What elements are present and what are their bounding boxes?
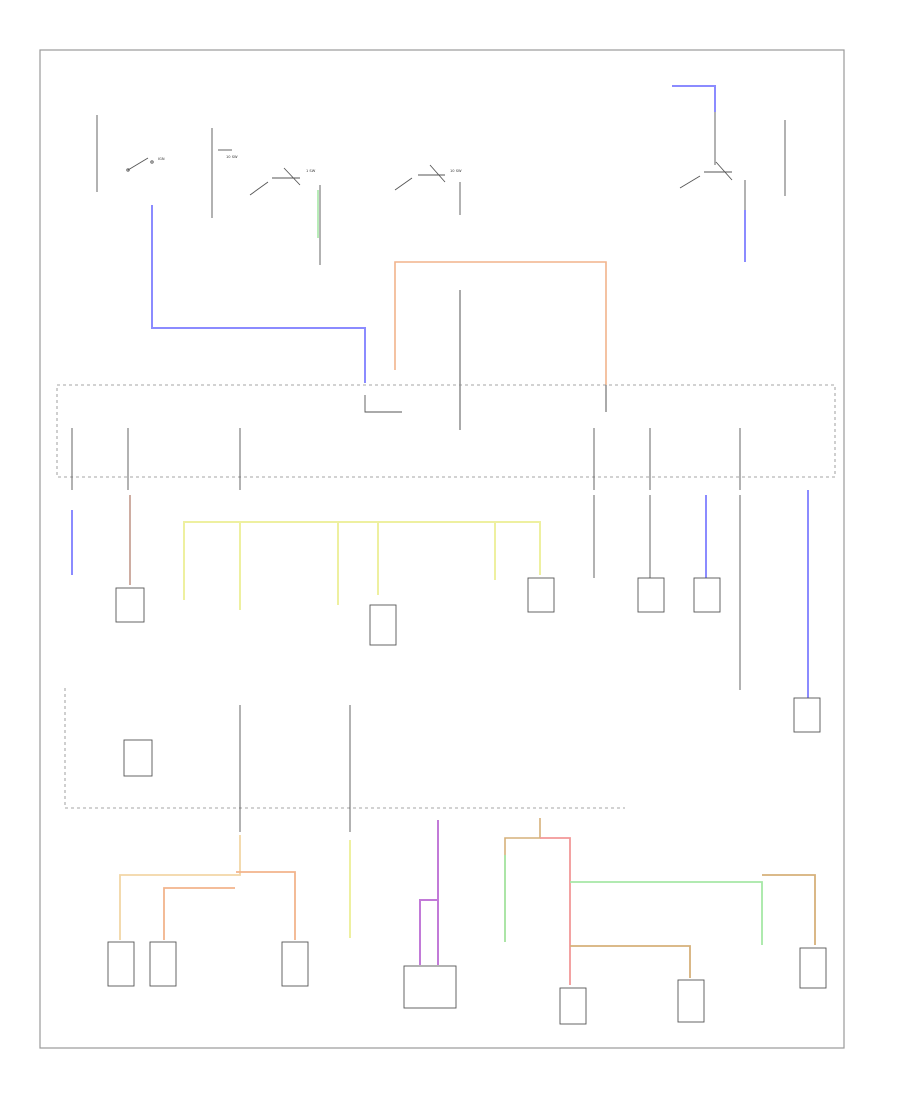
component-box (281, 941, 309, 987)
wire-blue-top-right (672, 85, 716, 112)
wire-tan-b7 (504, 818, 541, 942)
lower-module-elements (123, 705, 351, 832)
wire-orange-b2 (163, 887, 235, 940)
switch-label-ct2: 1 SW (306, 169, 316, 173)
component-box (559, 987, 587, 1025)
wire-yellow-bus (183, 521, 541, 600)
component-box (637, 577, 665, 613)
component-box (799, 947, 827, 989)
middle-components (115, 577, 821, 733)
wire-violet-b5 (419, 820, 439, 965)
switch-label-ct1: 10 SW (226, 155, 238, 159)
bottom-wires (119, 818, 816, 985)
wire-orange-top (394, 261, 607, 385)
wire-pink-b9 (540, 837, 571, 985)
lower-module-outline (64, 688, 625, 809)
wire-blue-left (151, 205, 366, 383)
component-box (149, 941, 177, 987)
fuse-box-outline (56, 384, 836, 478)
wire-orange-b3 (236, 871, 296, 940)
component-box (123, 739, 153, 777)
switch-label-ct3: 10 SW (450, 169, 462, 173)
diagram-frame (39, 49, 845, 1049)
middle-wires (71, 490, 809, 698)
top-wires (151, 85, 746, 430)
component-box (107, 941, 135, 987)
component-box (403, 965, 457, 1009)
wire-tan-light-b1 (119, 835, 241, 940)
component-box (527, 577, 555, 613)
component-box (793, 697, 821, 733)
top-text-blocks: IGN 10 SW 1 SW 10 SW (158, 155, 462, 173)
wire-green-b10 (570, 881, 763, 945)
component-box (369, 604, 397, 646)
wire-tan-b12 (570, 945, 691, 978)
bottom-components (107, 941, 827, 1025)
top-switch-section (96, 110, 786, 265)
component-box (115, 587, 145, 623)
switch-label-tl: IGN (158, 157, 165, 161)
component-box (677, 979, 705, 1023)
fuse-box-elements (71, 395, 741, 490)
component-box (693, 577, 721, 613)
wire-tan-b11 (762, 874, 816, 945)
